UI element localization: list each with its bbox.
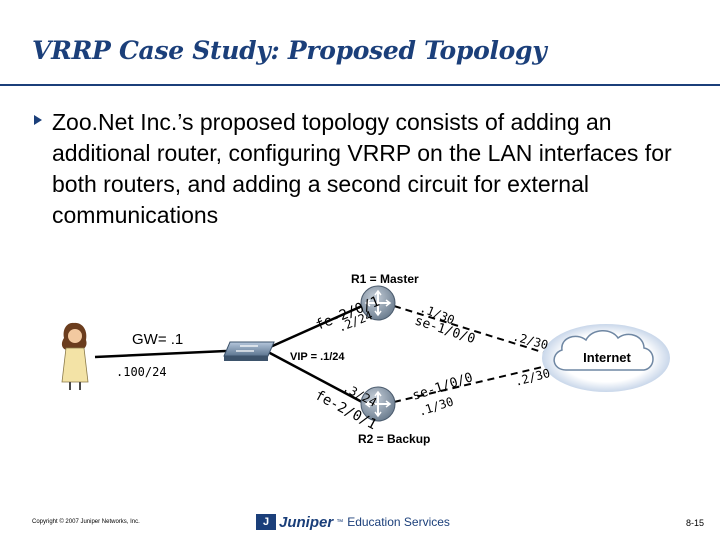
title-divider	[0, 84, 720, 86]
switch-to-r1-link	[267, 304, 363, 350]
user-to-switch-link	[94, 349, 227, 359]
r1-role-label: R1 = Master	[351, 272, 419, 286]
footer-brand: J Juniper ™ Education Services	[256, 512, 450, 532]
vip-label: VIP = .1/24	[290, 351, 345, 363]
copyright-text: Copyright © 2007 Juniper Networks, Inc.	[32, 519, 140, 525]
page-number: 8-15	[686, 518, 705, 528]
user-person-icon	[61, 322, 89, 390]
trademark-mark: ™	[336, 518, 344, 526]
r2-role-label: R2 = Backup	[358, 432, 430, 446]
r1-wan-link	[393, 305, 556, 357]
r2-wan-link	[393, 363, 556, 403]
switch-to-r2-link	[267, 350, 363, 404]
gateway-label: GW= .1	[132, 331, 183, 348]
router-r2-icon	[360, 386, 396, 422]
bullet-text: Zoo.Net Inc.’s proposed topology consist…	[52, 109, 672, 228]
juniper-logo-icon: J	[256, 514, 276, 530]
brand-name: Juniper	[279, 513, 334, 531]
bullet-marker	[34, 115, 42, 125]
tagline: Education Services	[347, 515, 450, 529]
internet-cloud-icon	[542, 324, 670, 392]
lan-subnet-label: .100/24	[116, 365, 167, 379]
internet-label: Internet	[583, 350, 631, 365]
slide-title: VRRP Case Study: Proposed Topology	[32, 36, 547, 65]
r1-remote-address-label: .2/30	[511, 329, 550, 352]
switch-icon	[223, 341, 275, 361]
r2-remote-address-label: .2/30	[513, 366, 552, 389]
router-r1-icon	[360, 285, 396, 321]
